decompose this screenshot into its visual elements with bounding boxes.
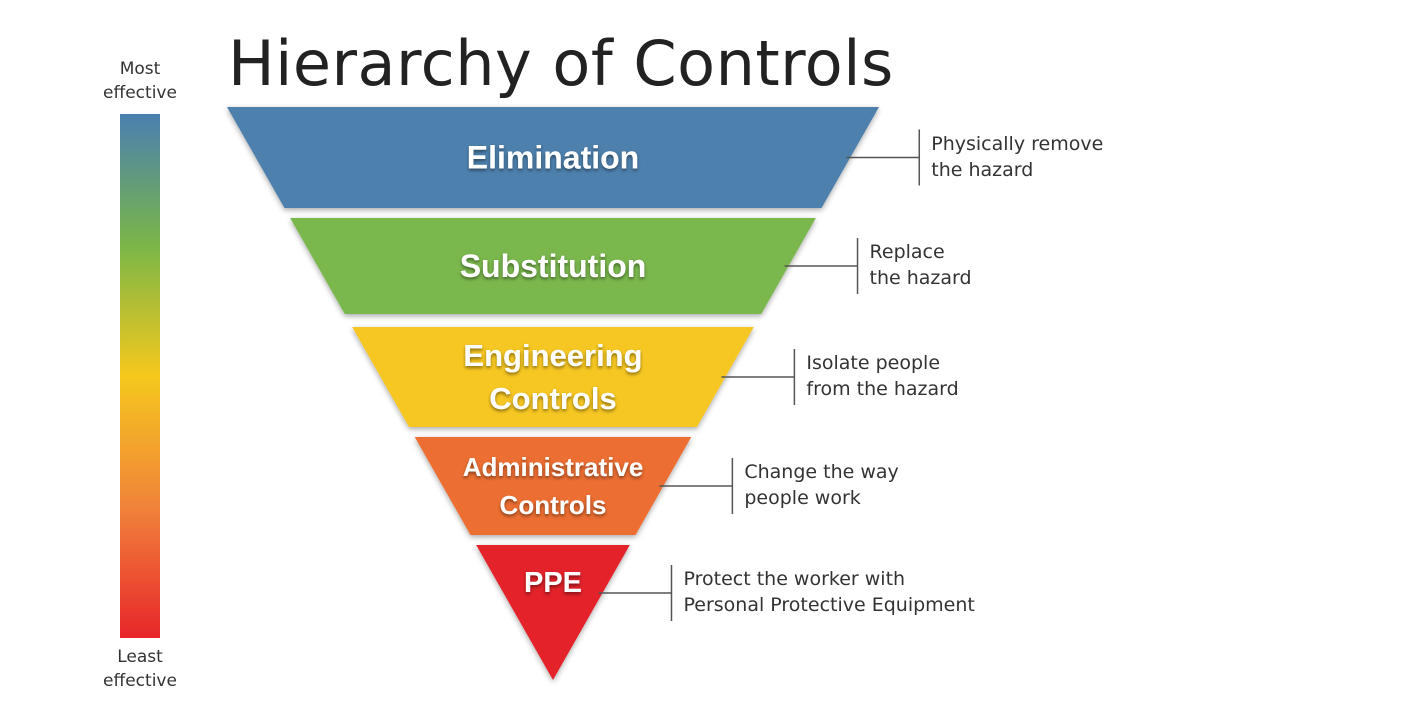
most-effective-line1: Most — [119, 59, 161, 79]
level-administrative-controls-band — [414, 437, 692, 535]
level-administrative-controls-label-line2: Controls — [500, 490, 607, 520]
least-effective-line1: Least — [117, 647, 163, 667]
level-substitution-description-line2: the hazard — [869, 267, 972, 289]
level-administrative-controls-description-line1: Change the way — [744, 461, 899, 483]
least-effective-label: Least effective — [80, 645, 200, 693]
level-engineering-controls-band — [352, 327, 754, 427]
level-engineering-controls-description: Isolate people from the hazard — [806, 350, 958, 402]
level-elimination-description-line1: Physically remove — [931, 132, 1104, 155]
level-engineering-controls-description-line2: from the hazard — [806, 378, 959, 400]
level-substitution-band — [290, 218, 816, 314]
level-engineering-controls-label-line1: Engineering — [463, 338, 642, 373]
level-substitution-description: Replace the hazard — [870, 239, 972, 291]
effectiveness-gradient-bar — [120, 114, 160, 638]
most-effective-label: Most effective — [80, 57, 200, 105]
level-administrative-controls-label-line1: Administrative — [463, 452, 644, 482]
level-administrative-controls-description: Change the way people work — [744, 459, 898, 511]
level-elimination-description-line2: the hazard — [931, 158, 1034, 181]
level-ppe-description-line1: Protect the worker with — [683, 568, 906, 590]
level-engineering-controls-label-line2: Controls — [489, 381, 616, 416]
level-ppe-band — [476, 545, 630, 680]
level-elimination-description: Physically remove the hazard — [931, 131, 1103, 183]
level-substitution-label-line1: Substitution — [460, 248, 647, 284]
page-title: Hierarchy of Controls — [228, 27, 894, 100]
level-elimination-band — [227, 107, 879, 208]
level-ppe-label-line1: PPE — [524, 567, 582, 599]
level-engineering-controls-description-line1: Isolate people — [806, 352, 941, 374]
level-substitution-description-line1: Replace — [869, 241, 945, 263]
level-elimination-label-line1: Elimination — [467, 140, 639, 176]
least-effective-line2: effective — [103, 671, 177, 691]
most-effective-line2: effective — [103, 83, 177, 103]
level-administrative-controls-description-line2: people work — [744, 487, 861, 509]
level-ppe-description-line2: Personal Protective Equipment — [683, 594, 975, 616]
